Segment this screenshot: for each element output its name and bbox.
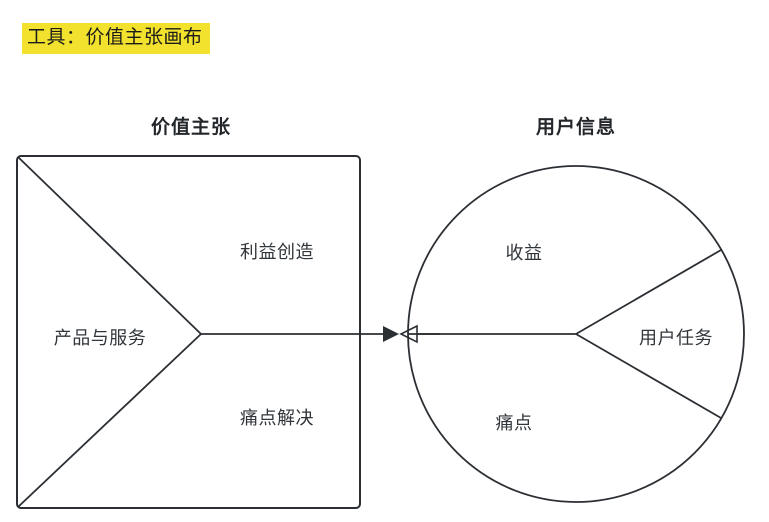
segment-label-gains: 收益 [505, 243, 543, 263]
customer-profile-header: 用户信息 [535, 117, 617, 138]
page-title-text: 工具：价值主张画布 [22, 23, 210, 54]
square-outline [16, 155, 361, 509]
segment-label-customer-jobs: 用户任务 [639, 328, 713, 348]
circle-divider-upper-right-radius [575, 249, 722, 335]
value-proposition-header: 价值主张 [150, 117, 232, 138]
segment-label-gain-creators: 利益创造 [240, 242, 314, 262]
segment-label-products-services: 产品与服务 [53, 328, 147, 348]
square-divider-lower-diagonal [17, 333, 202, 508]
segment-label-pain-relievers: 痛点解决 [240, 408, 314, 428]
arrowhead-right-filled-icon [383, 326, 399, 342]
value-proposition-square [16, 155, 361, 509]
customer-profile-circle [407, 165, 745, 503]
page-title: 工具：价值主张画布 [22, 23, 210, 54]
circle-divider-lower-right-radius [575, 333, 722, 419]
square-divider-upper-diagonal [17, 156, 202, 335]
segment-label-pains: 痛点 [495, 413, 533, 433]
